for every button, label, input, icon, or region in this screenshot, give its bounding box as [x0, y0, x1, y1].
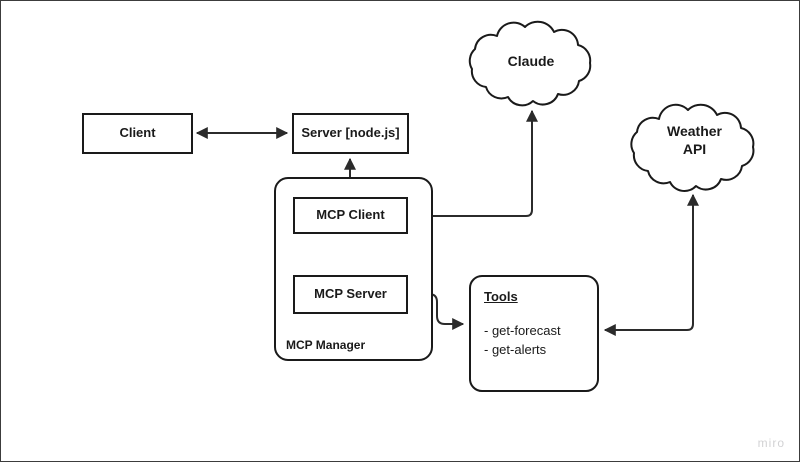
node-mcp-client: MCP Client: [293, 197, 408, 234]
claude-cloud-shape: [468, 20, 592, 107]
node-mcp-client-label: MCP Client: [316, 207, 385, 223]
node-mcp-server: MCP Server: [293, 275, 408, 314]
tools-list-item: - get-alerts: [484, 341, 547, 357]
node-client-label: Client: [119, 125, 156, 141]
node-tools: Tools - get-forecast - get-alerts: [469, 275, 599, 392]
node-server: Server [node.js]: [292, 113, 409, 154]
tools-title: Tools: [484, 289, 518, 304]
tools-list-item: - get-forecast: [484, 323, 561, 338]
connector-mcp-client-to-claude: [412, 109, 538, 222]
miro-watermark: miro: [757, 436, 785, 450]
mcp-manager-label: MCP Manager: [286, 338, 366, 352]
node-client: Client: [82, 113, 193, 154]
tools-item-list: - get-forecast - get-alerts: [484, 322, 597, 360]
connector-tools-to-weather-api: [603, 193, 699, 336]
weather-api-cloud-shape: [630, 103, 755, 192]
node-mcp-server-label: MCP Server: [314, 286, 387, 302]
node-server-label: Server [node.js]: [301, 125, 400, 141]
